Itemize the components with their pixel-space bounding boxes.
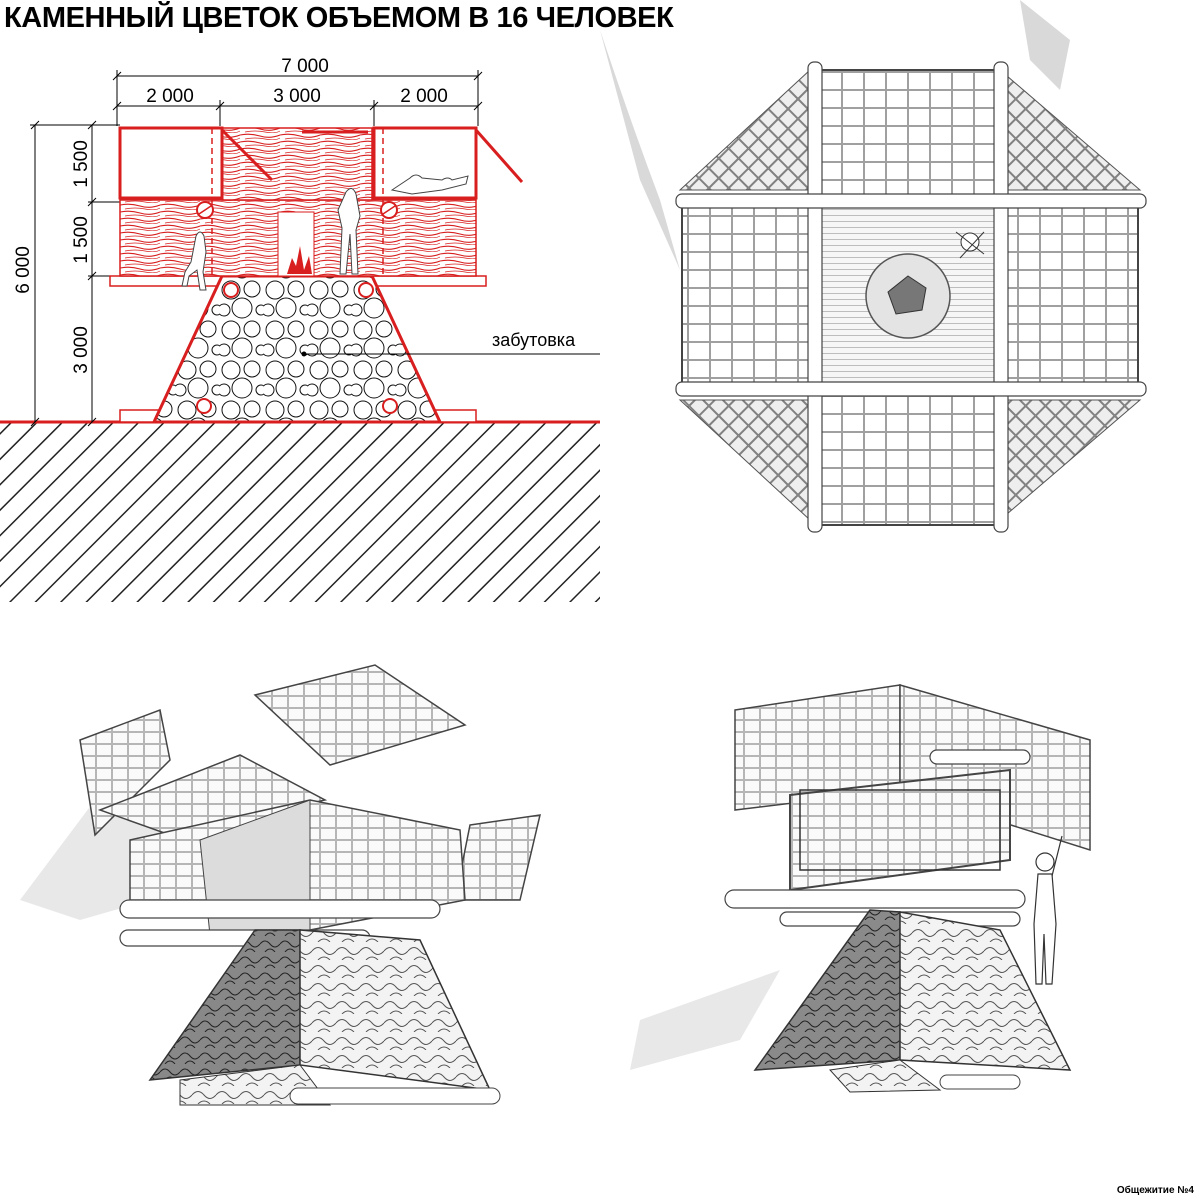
petal-top [253, 664, 467, 766]
overall-width-label: 7 000 [281, 56, 329, 77]
plan-module-left [681, 199, 816, 391]
plan-module-right [999, 199, 1139, 391]
dimension-chain-horizontal [112, 70, 483, 126]
stone-pyramid-right [753, 909, 901, 1071]
petal-front [97, 754, 328, 836]
plan-module-bottom [814, 389, 1001, 526]
dimension-chain-vertical [30, 120, 120, 427]
perspective-person [1033, 835, 1063, 985]
plan-wing-sw [678, 399, 811, 522]
box-back-right [899, 684, 1091, 852]
overall-height-label: 6 000 [13, 246, 34, 294]
plan-wing-nw [678, 68, 811, 191]
section-drawing: 7 000 2 000 3 000 2 000 6 000 1 500 1 50… [0, 56, 600, 602]
level-height-middle: 1 500 [71, 216, 92, 264]
annotation-zabutovka: забутовка [492, 330, 576, 350]
module-width-left: 2 000 [146, 86, 194, 107]
plan-module-top [814, 69, 1001, 201]
perspective-view-open [20, 664, 541, 1106]
perspective-view-closed [630, 684, 1091, 1093]
plan-wing-se [999, 399, 1142, 522]
level-height-top: 1 500 [71, 140, 92, 188]
petal-left [79, 708, 171, 837]
module-width-right: 2 000 [400, 86, 448, 107]
plan-person [955, 231, 985, 259]
wooden-frame [118, 126, 524, 277]
human-figures [181, 174, 469, 291]
module-width-center: 3 000 [273, 86, 321, 107]
ground-hatch [0, 420, 600, 602]
petal-right [454, 814, 541, 901]
plan-wing-ne [999, 68, 1142, 191]
box-front [789, 768, 1011, 892]
plan-view [600, 0, 1147, 533]
level-height-bottom: 3 000 [71, 326, 92, 374]
stone-base [151, 274, 443, 424]
stone-pyramid-left [148, 929, 301, 1081]
page-title: КАМЕННЫЙ ЦВЕТОК ОБЪЕМОМ В 16 ЧЕЛОВЕК [4, 2, 674, 34]
footer-label: Общежитие №4 [1116, 1185, 1194, 1196]
